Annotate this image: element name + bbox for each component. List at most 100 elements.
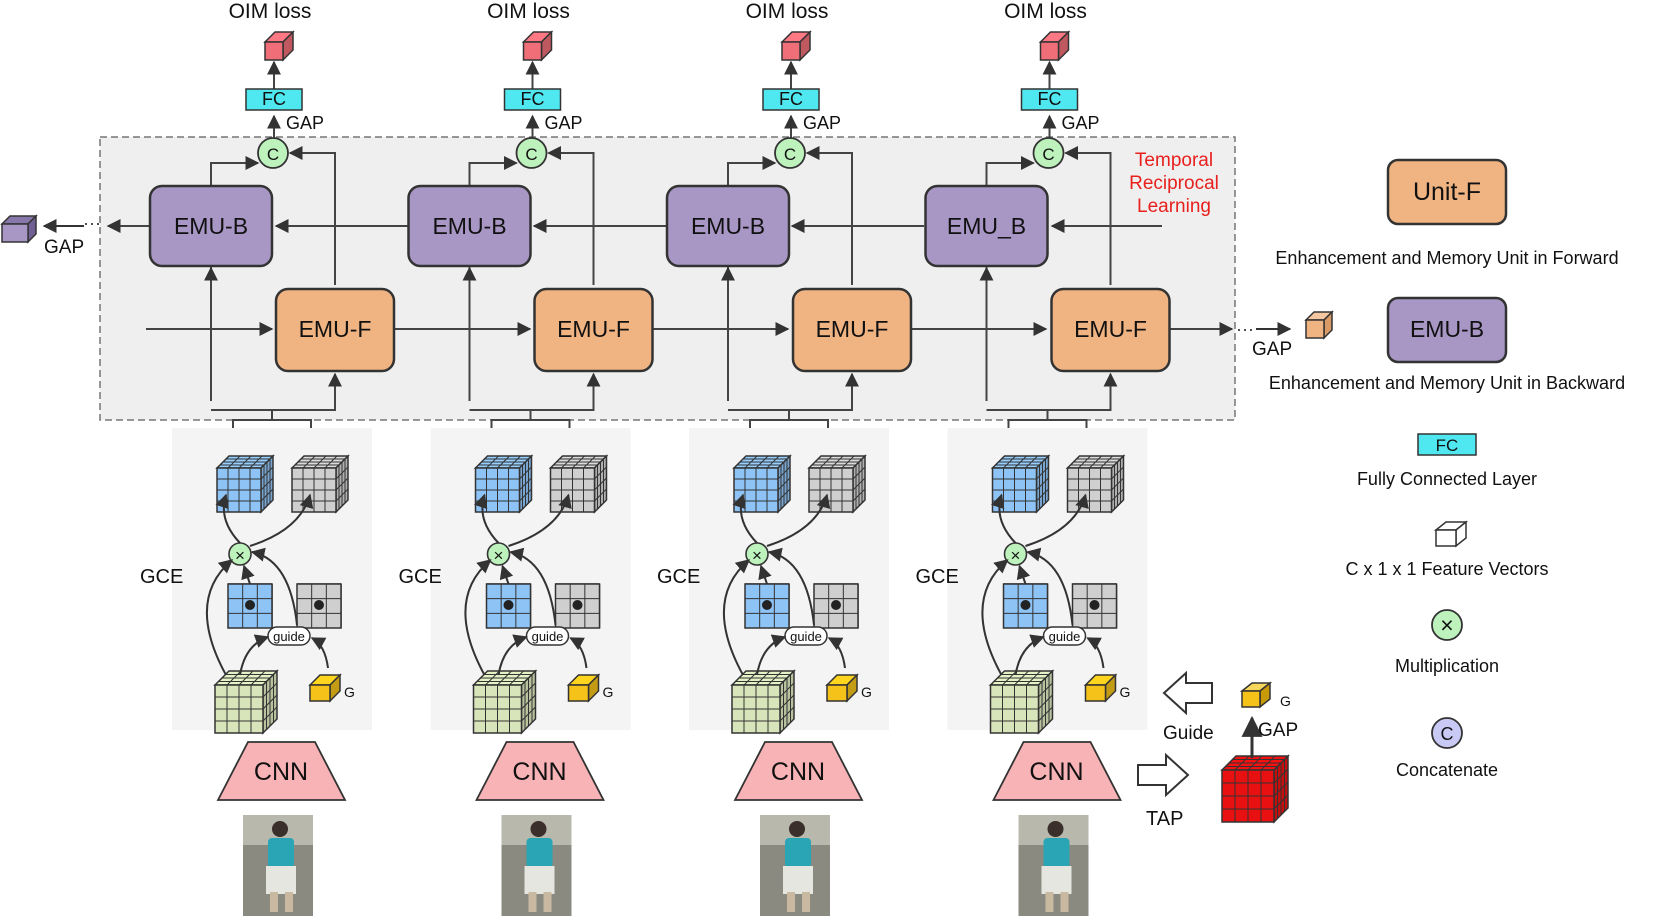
blue-map-dot [762,600,772,610]
legend-emu-b-box [1386,296,1508,364]
cnn-block [992,741,1122,801]
oim-loss-label: OIM loss [1004,0,1087,23]
legend-mult-desc: Multiplication [1395,656,1499,676]
emu-b-box [924,184,1049,268]
cnn-label: CNN [254,758,308,786]
concat-symbol: C [1042,145,1054,164]
guide-pill-label: guide [1049,629,1081,644]
left-output: ··· GAP [0,213,101,258]
gce-arrow-4 [250,547,298,626]
gce-arrow-6 [239,634,270,676]
legend-multiply-icon [1431,609,1463,641]
legend-multiply-symbol: × [1440,612,1453,638]
tap-gap-label: GAP [1258,720,1298,741]
gce-arrow-4 [509,547,557,626]
enhanced-feature-cube [732,454,792,514]
concat-symbol: C [525,145,537,164]
guide-pill-label: guide [532,629,564,644]
pedestrian-frame [760,815,830,916]
gce-arrow-2 [508,493,572,547]
input-feature-cube [213,669,279,735]
temporal-label-line-1: Temporal [1135,150,1213,171]
legend-concat-icon [1431,717,1463,749]
gap-label: GAP [1062,113,1100,133]
fc-layer-box [762,88,820,111]
fc-label: FC [779,89,803,109]
loss-cube [521,30,554,62]
concat-icon [1032,137,1065,169]
gce-arrow-6 [756,634,787,676]
gce-arrow-2 [766,493,831,547]
gce-arrow-3 [1016,564,1031,585]
temporal-feature-cube [1220,754,1290,824]
guide-pill-label: guide [273,629,305,644]
pedestrian-frame [243,815,313,916]
fc-layer-box [245,88,303,111]
emu-b-label: EMU-B [432,213,506,239]
concat-icon [515,137,548,169]
emu-b-label: EMU_B [947,213,1026,239]
guide-hollow-arrow [1162,670,1213,716]
legend-concat-desc: Concatenate [1396,760,1498,780]
legend-emu-b-label: EMU-B [1410,316,1484,342]
gce-arrow-7 [827,637,846,669]
fc-label: FC [1038,89,1062,109]
enhanced-feature-cube [473,454,534,514]
tap-g-label: G [1280,693,1291,709]
guide-cube [1083,673,1118,703]
tap-hollow-arrow [1137,752,1190,798]
gce-arrow-6 [1014,634,1045,676]
guide-g-label: G [1120,684,1131,700]
blue-feature-map [227,583,273,629]
emu-f-box [1050,287,1171,373]
guide-feature-cube [1239,681,1273,709]
temporal-label-line-2: Reciprocal [1129,173,1219,194]
input-feature-cube [471,669,538,735]
legend-fc-label: FC [1436,436,1459,455]
left-dots: ··· [83,213,101,233]
guide-g-label: G [344,684,355,700]
emu-f-label: EMU-F [816,316,889,342]
legend-unit-f-box [1386,158,1508,226]
oim-loss-label: OIM loss [487,0,570,23]
guide-cube [566,673,601,703]
blue-map-dot [1020,600,1031,610]
loss-cube [263,30,295,62]
legend-unit-f-label: Unit-F [1413,178,1481,206]
loss-cube [780,30,812,62]
guide-g-label: G [861,684,872,700]
gce-label: GCE [140,566,183,588]
temporal-label-line-3: Learning [1137,196,1211,217]
guide-label: Guide [1163,723,1214,744]
multiply-symbol: × [1011,546,1021,565]
gce-arrow-1 [473,493,500,544]
right-gap-label: GAP [1252,339,1292,360]
guide-pill-label: guide [790,629,822,644]
guide-cube [825,673,859,703]
legend-feature-vector-icon [1433,520,1469,548]
gap-label: GAP [545,113,583,133]
cnn-label: CNN [512,758,566,786]
multiply-symbol: × [235,546,245,565]
pedestrian-frame [1018,815,1089,916]
gap-label: GAP [803,113,841,133]
gap-label: GAP [286,113,324,133]
right-feature-cube [1304,310,1334,340]
gce-arrow-1 [732,493,758,544]
cnn-block [475,741,605,801]
gce-arrow-5 [464,559,492,676]
emu-b-label: EMU-B [174,213,248,239]
gce-arrow-7 [569,637,588,669]
gce-arrow-6 [497,634,528,676]
blue-map-dot [245,600,255,610]
right-dots: ··· [1236,319,1254,339]
legend-fc-box [1417,433,1477,456]
gce-arrow-3 [758,564,772,585]
concat-symbol: C [267,145,279,164]
gray-feature-cube [1065,454,1126,514]
legend-fc-desc: Fully Connected Layer [1357,469,1537,489]
tap-label: TAP [1146,808,1183,830]
